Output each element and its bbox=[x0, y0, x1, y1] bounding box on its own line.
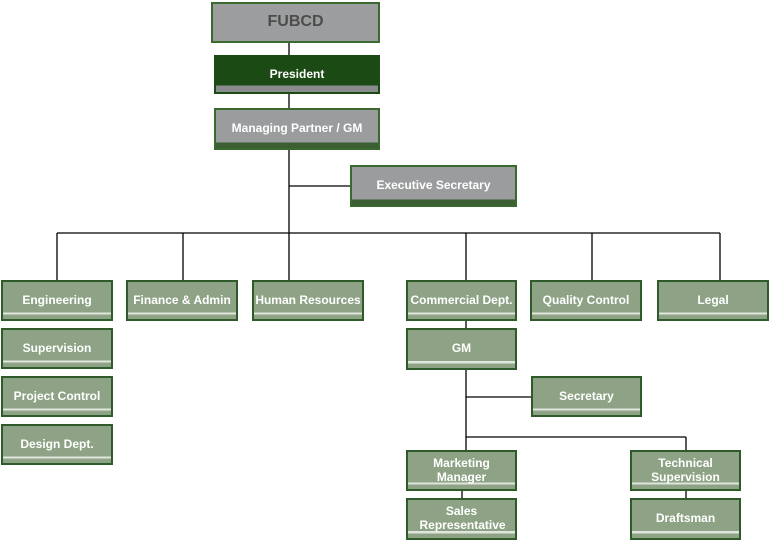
node-sales-representative: Sales Representative bbox=[406, 498, 517, 540]
node-managing-partner: Managing Partner / GM bbox=[214, 108, 380, 150]
node-commercial-gm-label: GM bbox=[451, 341, 472, 356]
node-finance-admin-label: Finance & Admin bbox=[133, 292, 231, 307]
node-human-resources-label: Human Resources bbox=[255, 292, 361, 307]
node-commercial-dept-label: Commercial Dept. bbox=[410, 292, 513, 307]
node-engineering-label: Engineering bbox=[22, 292, 92, 307]
node-executive-secretary-label: Executive Secretary bbox=[376, 178, 491, 193]
node-supervision: Supervision bbox=[1, 328, 113, 369]
node-design-dept-label: Design Dept. bbox=[20, 436, 94, 451]
node-legal-label: Legal bbox=[697, 292, 729, 307]
node-engineering: Engineering bbox=[1, 280, 113, 321]
node-president-label: President bbox=[269, 66, 325, 81]
node-supervision-label: Supervision bbox=[22, 340, 92, 355]
node-root-label: FUBCD bbox=[267, 13, 324, 31]
node-commercial-gm: GM bbox=[406, 328, 517, 370]
node-legal: Legal bbox=[657, 280, 769, 321]
node-draftsman: Draftsman bbox=[630, 498, 741, 540]
node-secretary-label: Secretary bbox=[559, 388, 614, 403]
node-quality-control: Quality Control bbox=[530, 280, 642, 321]
node-human-resources: Human Resources bbox=[252, 280, 364, 321]
node-president: President bbox=[214, 55, 380, 94]
node-project-control-label: Project Control bbox=[13, 388, 101, 403]
node-finance-admin: Finance & Admin bbox=[126, 280, 238, 321]
node-sales-representative-label: Sales Representative bbox=[419, 504, 506, 532]
node-root: FUBCD bbox=[211, 2, 380, 43]
node-marketing-manager-label: Marketing Manager bbox=[433, 455, 490, 484]
node-technical-supervision-label: Technical Supervision bbox=[651, 455, 720, 484]
node-commercial-dept: Commercial Dept. bbox=[406, 280, 517, 321]
node-project-control: Project Control bbox=[1, 376, 113, 417]
node-quality-control-label: Quality Control bbox=[542, 292, 630, 307]
node-technical-supervision: Technical Supervision bbox=[630, 450, 741, 491]
node-marketing-manager: Marketing Manager bbox=[406, 450, 517, 491]
node-executive-secretary: Executive Secretary bbox=[350, 165, 517, 207]
node-design-dept: Design Dept. bbox=[1, 424, 113, 465]
node-draftsman-label: Draftsman bbox=[655, 511, 716, 526]
node-managing-partner-label: Managing Partner / GM bbox=[231, 121, 363, 136]
node-secretary: Secretary bbox=[531, 376, 642, 417]
